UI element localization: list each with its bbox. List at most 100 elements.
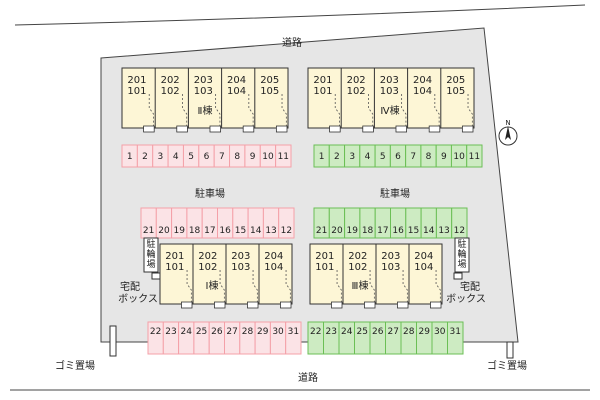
parking-slot-number: 21 — [316, 226, 327, 236]
unit-number-upper: 202 — [161, 75, 180, 86]
unit-partition — [215, 94, 221, 128]
unit-entrance — [461, 125, 474, 133]
parking-slot-number: 18 — [189, 226, 201, 236]
parking-slot-number: 14 — [423, 226, 435, 236]
unit-number-upper: 204 — [264, 251, 283, 262]
parking-slot-number: 16 — [392, 226, 404, 236]
parking-slot-number: 24 — [341, 327, 353, 337]
unit-partition — [248, 94, 254, 128]
parking-label-left: 駐車場 — [195, 187, 225, 200]
unit-partition — [336, 270, 342, 304]
parking-slot — [466, 144, 483, 168]
parking-slot-number: 3 — [158, 152, 164, 162]
parking-slot-number: 10 — [453, 152, 465, 162]
unit-entrance — [214, 301, 226, 309]
parking-slot — [278, 207, 295, 239]
unit-number-lower: 102 — [348, 262, 367, 273]
unit-entrance — [428, 125, 441, 133]
unit-partition — [285, 270, 291, 304]
unit-number-lower: 104 — [264, 262, 283, 273]
unit-number-upper: 203 — [194, 75, 213, 86]
parking-slot-number: 2 — [334, 152, 340, 162]
unit-partition — [435, 270, 441, 304]
garbage-area-right — [506, 341, 514, 359]
unit-entrance — [397, 301, 409, 309]
unit-number-lower: 104 — [227, 86, 246, 97]
parking-slot-number: 4 — [365, 152, 371, 162]
unit-number-lower: 105 — [260, 86, 279, 97]
parking-slot — [285, 321, 302, 355]
unit-number-upper: 203 — [231, 251, 250, 262]
unit-number-lower: 105 — [446, 86, 465, 97]
unit-number-upper: 203 — [380, 75, 399, 86]
parking-slot-number: 26 — [372, 327, 384, 337]
road-top-label: 道路 — [282, 36, 302, 49]
building-name: Ⅲ棟 — [352, 279, 369, 292]
parking-slot-number: 23 — [165, 327, 176, 337]
parking-slot-number: 30 — [272, 327, 284, 337]
unit-number-upper: 202 — [347, 75, 366, 86]
parking-slot-number: 22 — [150, 327, 161, 337]
parking-slot-number: 28 — [242, 327, 254, 337]
parking-slot-number: 25 — [196, 327, 207, 337]
bike-parking-right-label: 駐輪場 — [457, 238, 466, 270]
parking-slot-number: 28 — [403, 327, 415, 337]
parking-slot-number: 11 — [278, 152, 289, 162]
unit-partition — [434, 94, 440, 128]
parking-slot-number: 3 — [349, 152, 355, 162]
unit-number-upper: 205 — [446, 75, 465, 86]
unit-number-upper: 204 — [414, 251, 433, 262]
garbage-label-left: ゴミ置場 — [55, 359, 95, 372]
garbage-area-left — [109, 325, 117, 357]
parking-slot-number: 10 — [262, 152, 274, 162]
north-label: N — [505, 119, 510, 127]
parking-slot-number: 8 — [426, 152, 432, 162]
unit-number-lower: 101 — [127, 86, 146, 97]
unit-partition — [252, 270, 258, 304]
bike-parking-left-label: 駐輪場 — [146, 238, 155, 270]
building-name: Ⅰ棟 — [206, 279, 219, 292]
parking-slot-number: 16 — [219, 226, 231, 236]
unit-partition — [467, 94, 473, 128]
unit-entrance — [362, 125, 374, 133]
unit-entrance — [275, 125, 288, 133]
unit-entrance — [331, 301, 343, 309]
building-name: Ⅳ棟 — [380, 104, 399, 117]
parking-slot-number: 13 — [438, 226, 449, 236]
parking-slot-number: 2 — [142, 152, 148, 162]
parking-slot-number: 13 — [265, 226, 276, 236]
unit-partition — [401, 94, 407, 128]
unit-number-lower: 103 — [380, 86, 399, 97]
parking-slot-number: 1 — [127, 152, 133, 162]
unit-partition — [281, 94, 287, 128]
parking-slot-number: 6 — [204, 152, 210, 162]
parking-slot-number: 19 — [347, 226, 359, 236]
building-outline — [121, 67, 289, 129]
parking-slot-number: 7 — [219, 152, 225, 162]
parking-slot-number: 12 — [281, 226, 292, 236]
unit-number-lower: 101 — [313, 86, 332, 97]
parking-slot-number: 15 — [408, 226, 419, 236]
parking-slot-number: 14 — [250, 226, 262, 236]
unit-partition — [148, 94, 154, 128]
unit-entrance — [430, 301, 442, 309]
unit-entrance — [209, 125, 222, 133]
delivery-box-right-line2: ボックス — [446, 293, 486, 305]
delivery-box-right-line1: 宅配 — [460, 280, 480, 293]
parking-slot-number: 8 — [234, 152, 240, 162]
unit-partition — [219, 270, 225, 304]
unit-number-upper: 202 — [348, 251, 367, 262]
unit-number-upper: 201 — [315, 251, 334, 262]
parking-slot-number: 24 — [181, 327, 193, 337]
parking-slot-number: 9 — [441, 152, 447, 162]
unit-partition — [334, 94, 340, 128]
parking-slot-number: 29 — [419, 327, 431, 337]
parking-slot-number: 17 — [204, 226, 215, 236]
unit-entrance — [280, 301, 292, 309]
